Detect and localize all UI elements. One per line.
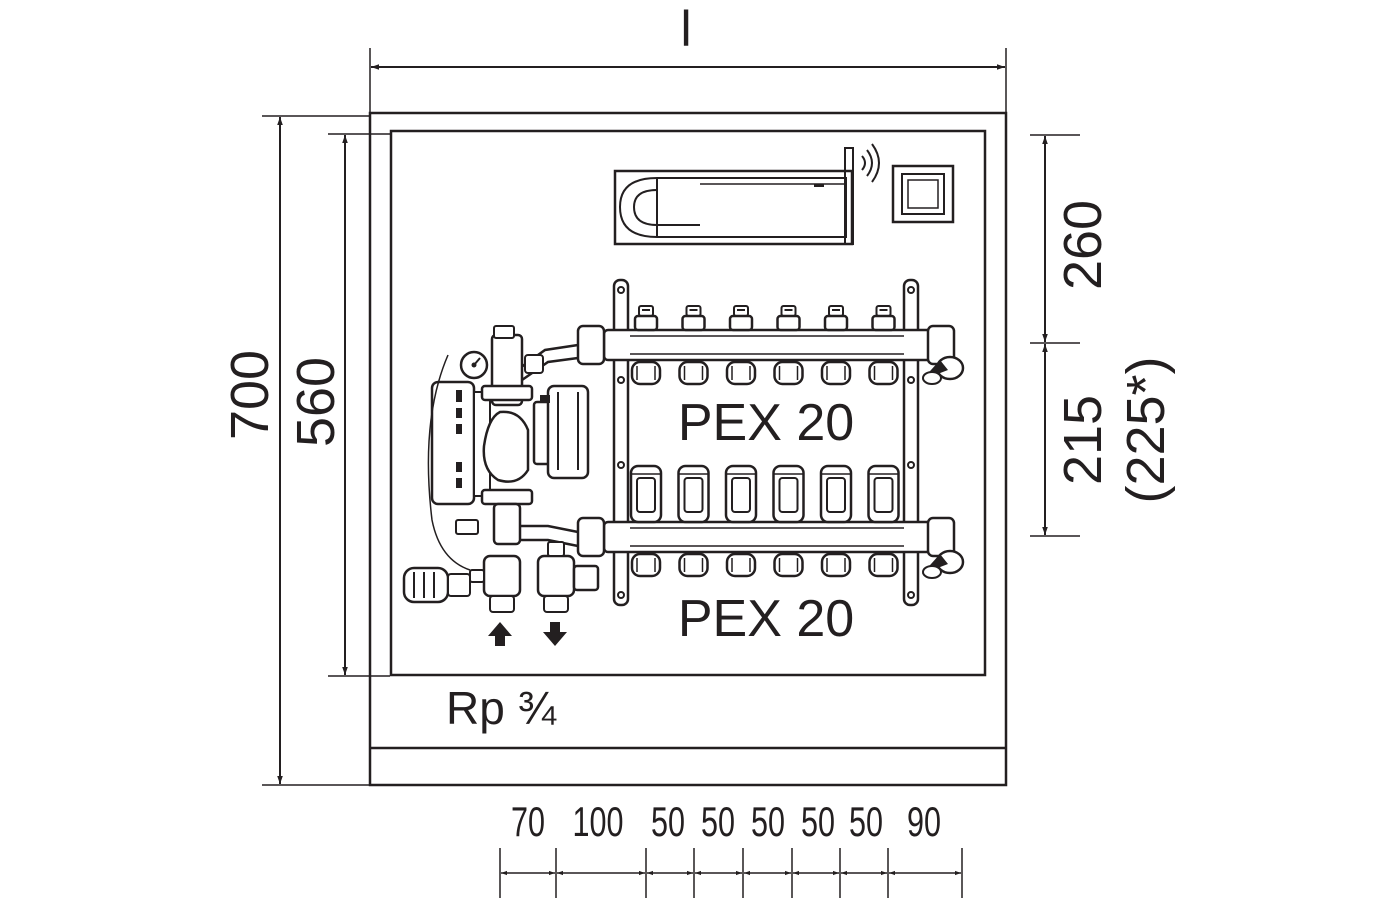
thermometer-icon (459, 350, 489, 380)
pex-lower-label: PEX 20 (678, 590, 854, 648)
spacing-label: 50 (801, 798, 835, 845)
supply-outlet (630, 305, 662, 386)
supply-outlet (678, 305, 709, 386)
spacing-label: 50 (751, 798, 785, 845)
supply-outlet (820, 305, 852, 386)
supply-ball-valve (469, 554, 522, 613)
supply-outlet (725, 305, 757, 386)
dimension-inner-height: 560 (286, 133, 390, 677)
pump-group (402, 325, 600, 646)
return-outlet (677, 464, 710, 578)
pex-upper-label: PEX 20 (678, 394, 854, 452)
return-outlet (772, 464, 805, 578)
spacing-label: 100 (573, 798, 624, 845)
upper-height-label: 260 (1053, 200, 1113, 290)
wireless-signal-icon (861, 143, 880, 183)
lower-height-label: 215 (1053, 395, 1113, 485)
spacing-label: 90 (907, 798, 941, 845)
supply-outlet (868, 305, 899, 386)
spacing-label: 50 (651, 798, 685, 845)
inner-height-label: 560 (286, 357, 346, 447)
air-vent-lower (922, 549, 965, 579)
return-outlet (867, 464, 900, 578)
supply-outlet (773, 305, 804, 386)
dimension-overall-height: 700 (220, 115, 370, 786)
cabinet-outline (368, 111, 1008, 787)
thermostatic-head (402, 566, 471, 604)
lower-height-alt-label: (225*) (1116, 356, 1176, 503)
cabinet-inner-panel (389, 129, 987, 677)
air-vent-upper (922, 355, 965, 385)
return-outlet (629, 464, 663, 578)
overall-height-label: 700 (220, 350, 280, 440)
return-outlet (819, 464, 853, 578)
return-outlets (629, 464, 900, 578)
return-outlet (724, 464, 758, 578)
overall-width-label: l (680, 1, 691, 57)
supply-outlets (630, 305, 899, 386)
spacing-label: 50 (701, 798, 735, 845)
dimension-overall-width: l (369, 1, 1007, 112)
controller-unit (613, 147, 854, 246)
supply-manifold-bar (602, 328, 934, 362)
return-ball-valve (536, 541, 600, 613)
spacing-label: 70 (511, 798, 545, 845)
connection-label: Rp ¾ (446, 682, 557, 734)
return-flow-arrow-down-icon (543, 622, 567, 646)
spacing-label: 50 (849, 798, 883, 845)
dimension-upper-height: 260 (1030, 134, 1113, 344)
pump-motor-housing (430, 380, 476, 506)
manifold-assembly (576, 278, 965, 607)
dimension-outlet-spacing: 70 100 50 50 50 50 50 90 (499, 798, 963, 898)
dimension-lower-height: 215 (225*) (1030, 344, 1176, 537)
room-thermostat (891, 164, 955, 224)
supply-flow-arrow-up-icon (488, 622, 512, 646)
return-manifold-bar (602, 520, 934, 554)
